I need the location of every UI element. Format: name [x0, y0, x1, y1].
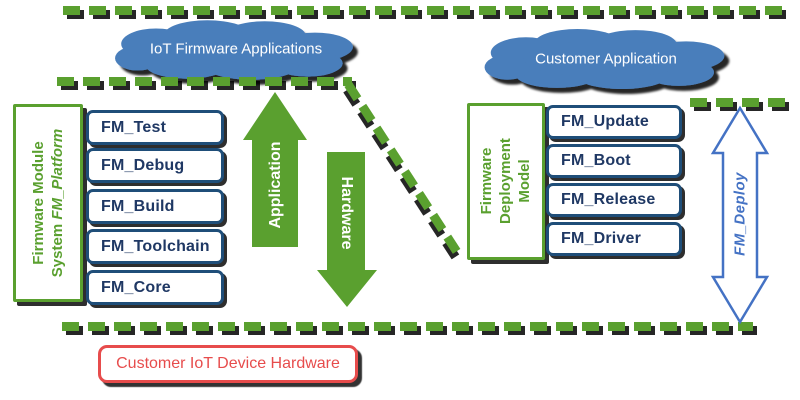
- module-label: FM_Test: [101, 118, 167, 136]
- module-label: FM_Toolchain: [101, 237, 210, 255]
- module-box-fm-build: FM_Build: [86, 189, 224, 224]
- customer-application-cloud-label: Customer Application: [535, 50, 677, 68]
- module-box-fm-release: FM_Release: [546, 183, 682, 217]
- module-label: FM_Driver: [561, 230, 642, 247]
- diagonal-boundary-dashed-line: [344, 82, 463, 257]
- hardware-boundary-dashed-line: [62, 322, 753, 331]
- customer-hardware-box: Customer IoT Device Hardware: [98, 345, 358, 383]
- firmware-module-system-panel: [13, 104, 83, 302]
- left-panel-title: Firmware Module System FM_Platform: [29, 119, 67, 287]
- customer-hardware-label: Customer IoT Device Hardware: [116, 355, 340, 372]
- module-label: FM_Release: [561, 191, 656, 208]
- left-panel-title-fm-platform: FM_Platform: [49, 128, 66, 220]
- module-box-fm-driver: FM_Driver: [546, 222, 682, 256]
- deploy-boundary-dashed-line: [690, 98, 785, 107]
- module-box-fm-debug: FM_Debug: [86, 148, 224, 183]
- module-label: FM_Update: [561, 113, 650, 130]
- module-box-fm-test: FM_Test: [86, 110, 224, 145]
- left-panel-title-line1: Firmware Module: [29, 141, 47, 265]
- module-label: FM_Core: [101, 278, 171, 296]
- module-box-fm-update: FM_Update: [546, 105, 682, 139]
- module-label: FM_Boot: [561, 152, 631, 169]
- firmware-deployment-model-panel: [467, 103, 545, 260]
- module-box-fm-toolchain: FM_Toolchain: [86, 229, 224, 264]
- top-boundary-dashed-line: [63, 6, 791, 15]
- hardware-arrow-label: Hardware: [338, 176, 355, 250]
- module-label: FM_Build: [101, 197, 175, 215]
- right-panel-title: Firmware Deployment Model: [478, 138, 534, 224]
- module-box-fm-core: FM_Core: [86, 270, 224, 305]
- application-arrow-label: Application: [267, 141, 284, 229]
- fm-deploy-arrow-label: FM_Deploy: [731, 172, 749, 256]
- module-label: FM_Debug: [101, 156, 185, 174]
- application-boundary-dashed-line: [57, 77, 352, 86]
- module-box-fm-boot: FM_Boot: [546, 144, 682, 178]
- left-panel-title-line2-prefix: System: [49, 223, 66, 278]
- iot-applications-cloud-label: IoT Firmware Applications: [149, 40, 323, 58]
